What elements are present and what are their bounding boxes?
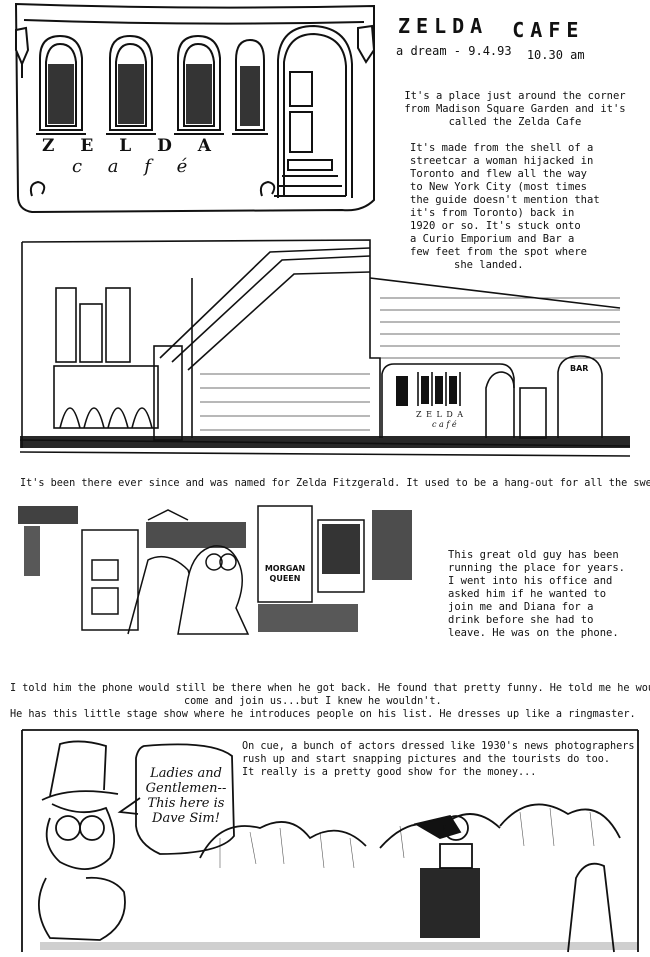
title-zelda: ZELDA xyxy=(398,14,489,38)
caption-phone-2: come and join us...but I knew he wouldn'… xyxy=(184,696,442,707)
office-poster-text: MORGAN QUEEN xyxy=(264,564,306,583)
history-line: to New York City (most times xyxy=(410,181,588,193)
facade-sign-cafe: c a f é xyxy=(72,156,198,177)
history-line: Toronto and flew all the way xyxy=(410,168,588,180)
panel-facade: Z E L D A c a f é xyxy=(12,0,382,218)
dream-date: a dream - 9.4.93 10.30 am xyxy=(396,44,585,62)
caption-intro: It's a place just around the corner from… xyxy=(404,90,626,128)
old-guy-line: I went into his office and xyxy=(448,575,613,587)
on-cue-line: On cue, a bunch of actors dressed like 1… xyxy=(242,741,635,752)
history-line: It's made from the shell of a xyxy=(410,142,594,154)
old-guy-line: leave. He was on the phone. xyxy=(448,627,619,639)
caption-history: It's made from the shell of a streetcar … xyxy=(410,142,646,272)
street-drawing xyxy=(19,239,631,457)
panel-office: MORGAN QUEEN xyxy=(18,500,418,640)
street-sign-bar: BAR xyxy=(570,364,589,373)
history-line: 1920 or so. It's stuck onto xyxy=(410,220,581,232)
on-cue-line: It really is a pretty good show for the … xyxy=(242,767,537,778)
caption-on-cue: On cue, a bunch of actors dressed like 1… xyxy=(242,740,638,779)
caption-named-for: It's been there ever since and was named… xyxy=(20,478,650,489)
old-guy-line: drink before she had to xyxy=(448,614,594,626)
old-guy-line: join me and Diana for a xyxy=(448,601,594,613)
subtitle-time: 10.30 am xyxy=(526,48,585,62)
old-guy-line: running the place for years. xyxy=(448,562,626,574)
speech-balloon: Ladies and Gentlemen-- This here is Dave… xyxy=(140,766,232,826)
balloon-line: Dave Sim! xyxy=(152,811,220,826)
history-line: it's from Toronto) back in xyxy=(410,207,575,219)
panel-ringmaster: Ladies and Gentlemen-- This here is Dave… xyxy=(20,728,640,953)
balloon-line: This here is xyxy=(147,796,225,811)
on-cue-line: rush up and start snapping pictures and … xyxy=(242,754,611,765)
history-line: streetcar a woman hijacked in xyxy=(410,155,594,167)
caption-phone-1: I told him the phone would still be ther… xyxy=(10,683,650,694)
balloon-line: Gentlemen-- xyxy=(145,781,227,796)
old-guy-line: asked him if he wanted to xyxy=(448,588,607,600)
office-drawing xyxy=(18,505,412,635)
street-sign-cafe: c a f é xyxy=(432,420,457,429)
facade-sign-zelda: Z E L D A xyxy=(42,136,221,156)
ringmaster-drawing xyxy=(21,729,639,953)
caption-stage-show: He has this little stage show where he i… xyxy=(10,709,636,720)
old-guy-line: This great old guy has been xyxy=(448,549,619,561)
history-line: few feet from the spot where xyxy=(410,246,588,258)
title-cafe: CAFE xyxy=(512,18,585,42)
street-sign-zelda: Z E L D A xyxy=(416,410,465,419)
caption-old-guy: This great old guy has been running the … xyxy=(448,549,648,640)
page-title: ZELDA CAFE xyxy=(398,14,584,42)
panel-street: BAR Z E L D A c a f é xyxy=(19,238,631,460)
history-line: the guide doesn't mention that xyxy=(410,194,600,206)
history-line: she landed. xyxy=(454,259,524,271)
subtitle-date: a dream - 9.4.93 xyxy=(396,44,512,58)
history-line: a Curio Emporium and Bar a xyxy=(410,233,575,245)
balloon-line: Ladies and xyxy=(150,766,222,781)
facade-drawing xyxy=(14,2,376,214)
